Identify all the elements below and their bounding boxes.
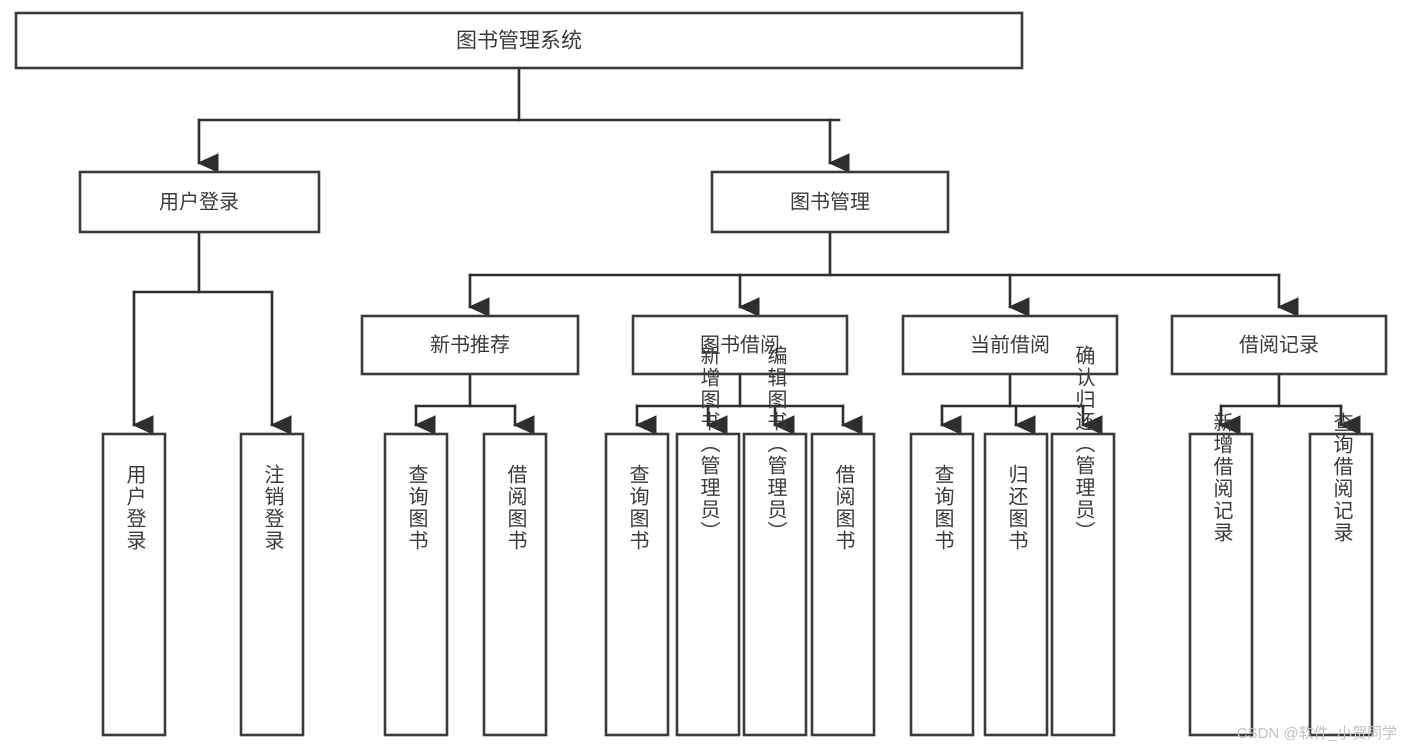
connectors-new-book-rec-children (414, 372, 535, 435)
connectors-current-borrow-children (940, 372, 1103, 435)
leaf-query-book-rec-label: 查询图书 (405, 464, 428, 552)
leaf-borrow-book-rec[interactable]: 借阅图书 (482, 432, 548, 737)
node-book-borrowing[interactable]: 图书借阅 (631, 314, 849, 376)
current-borrowing-box (901, 314, 1119, 376)
leaf-user-login-box (101, 432, 167, 737)
node-borrowing-records[interactable]: 借阅记录 (1170, 314, 1388, 376)
leaf-confirm-return-admin-label: 确认归还（管理员） (1072, 345, 1095, 543)
book-management-box (710, 170, 950, 234)
user-login-box (78, 170, 321, 234)
root-box (14, 11, 1024, 70)
leaf-borrow-book-label: 借阅图书 (832, 464, 855, 552)
connectors-root-to-level2 (197, 66, 850, 173)
leaf-borrow-book-rec-box (482, 432, 548, 737)
leaf-query-book-current-label: 查询图书 (931, 464, 954, 552)
leaf-logout-box (239, 432, 305, 737)
leaf-query-book-borrow-box (604, 432, 670, 737)
leaf-return-book-label: 归还图书 (1005, 464, 1028, 552)
new-book-recommendation-label: 新书推荐 (430, 333, 510, 356)
leaf-logout-label: 注销登录 (261, 464, 284, 552)
leaf-query-book-rec[interactable]: 查询图书 (383, 432, 449, 737)
leaf-logout[interactable]: 注销登录 (239, 432, 305, 737)
leaf-borrow-book-box (810, 432, 876, 737)
leaf-add-book-admin-box (675, 432, 741, 737)
node-book-management[interactable]: 图书管理 (710, 170, 950, 234)
connectors-user-login-children (132, 230, 292, 435)
node-current-borrowing[interactable]: 当前借阅 (901, 314, 1119, 376)
borrowing-records-box (1170, 314, 1388, 376)
leaf-edit-book-admin-label: 编辑图书（管理员） (764, 345, 787, 543)
leaf-add-borrow-record-label: 新增借阅记录 (1210, 412, 1233, 544)
leaf-add-book-admin[interactable]: 新增图书（管理员） (675, 345, 741, 737)
connectors-book-mgmt-children (468, 230, 1299, 317)
leaf-return-book-box (983, 432, 1049, 737)
connectors-book-borrow-children (635, 372, 863, 435)
leaf-query-book-current[interactable]: 查询图书 (909, 432, 975, 737)
leaf-return-book[interactable]: 归还图书 (983, 432, 1049, 737)
leaf-query-book-current-box (909, 432, 975, 737)
leaf-confirm-return-admin-box (1050, 432, 1116, 737)
book-borrowing-label: 图书借阅 (700, 333, 780, 356)
leaf-edit-book-admin-box (742, 432, 808, 737)
leaf-edit-book-admin[interactable]: 编辑图书（管理员） (742, 345, 808, 737)
leaf-borrow-book-rec-label: 借阅图书 (504, 464, 527, 552)
leaf-user-login[interactable]: 用户登录 (101, 432, 167, 737)
leaf-query-borrow-record[interactable]: 查询借阅记录 (1308, 412, 1374, 737)
root-label: 图书管理系统 (456, 30, 582, 53)
leaf-query-borrow-record-label: 查询借阅记录 (1330, 412, 1353, 544)
leaf-query-book-rec-box (383, 432, 449, 737)
leaf-add-borrow-record[interactable]: 新增借阅记录 (1188, 412, 1254, 737)
leaf-add-book-admin-label: 新增图书（管理员） (697, 345, 720, 543)
book-borrowing-box (631, 314, 849, 376)
leaf-query-book-borrow[interactable]: 查询图书 (604, 432, 670, 737)
watermark-text: CSDN @软件_小贺同学 (1236, 725, 1397, 742)
borrowing-records-label: 借阅记录 (1239, 333, 1319, 356)
node-root-book-management-system[interactable]: 图书管理系统 (14, 11, 1024, 70)
node-user-login[interactable]: 用户登录 (78, 170, 321, 234)
leaf-query-book-borrow-label: 查询图书 (626, 464, 649, 552)
current-borrowing-label: 当前借阅 (970, 333, 1050, 356)
leaf-confirm-return-admin[interactable]: 确认归还（管理员） (1050, 345, 1116, 737)
node-new-book-recommendation[interactable]: 新书推荐 (360, 314, 580, 376)
leaf-add-borrow-record-box (1188, 432, 1254, 737)
leaf-query-borrow-record-box (1308, 432, 1374, 737)
leaf-borrow-book[interactable]: 借阅图书 (810, 432, 876, 737)
new-book-recommendation-box (360, 314, 580, 376)
user-login-label: 用户登录 (159, 190, 239, 213)
leaf-user-login-label: 用户登录 (123, 464, 146, 552)
connectors-borrow-records-children (1219, 372, 1361, 435)
book-management-label: 图书管理 (790, 190, 870, 213)
